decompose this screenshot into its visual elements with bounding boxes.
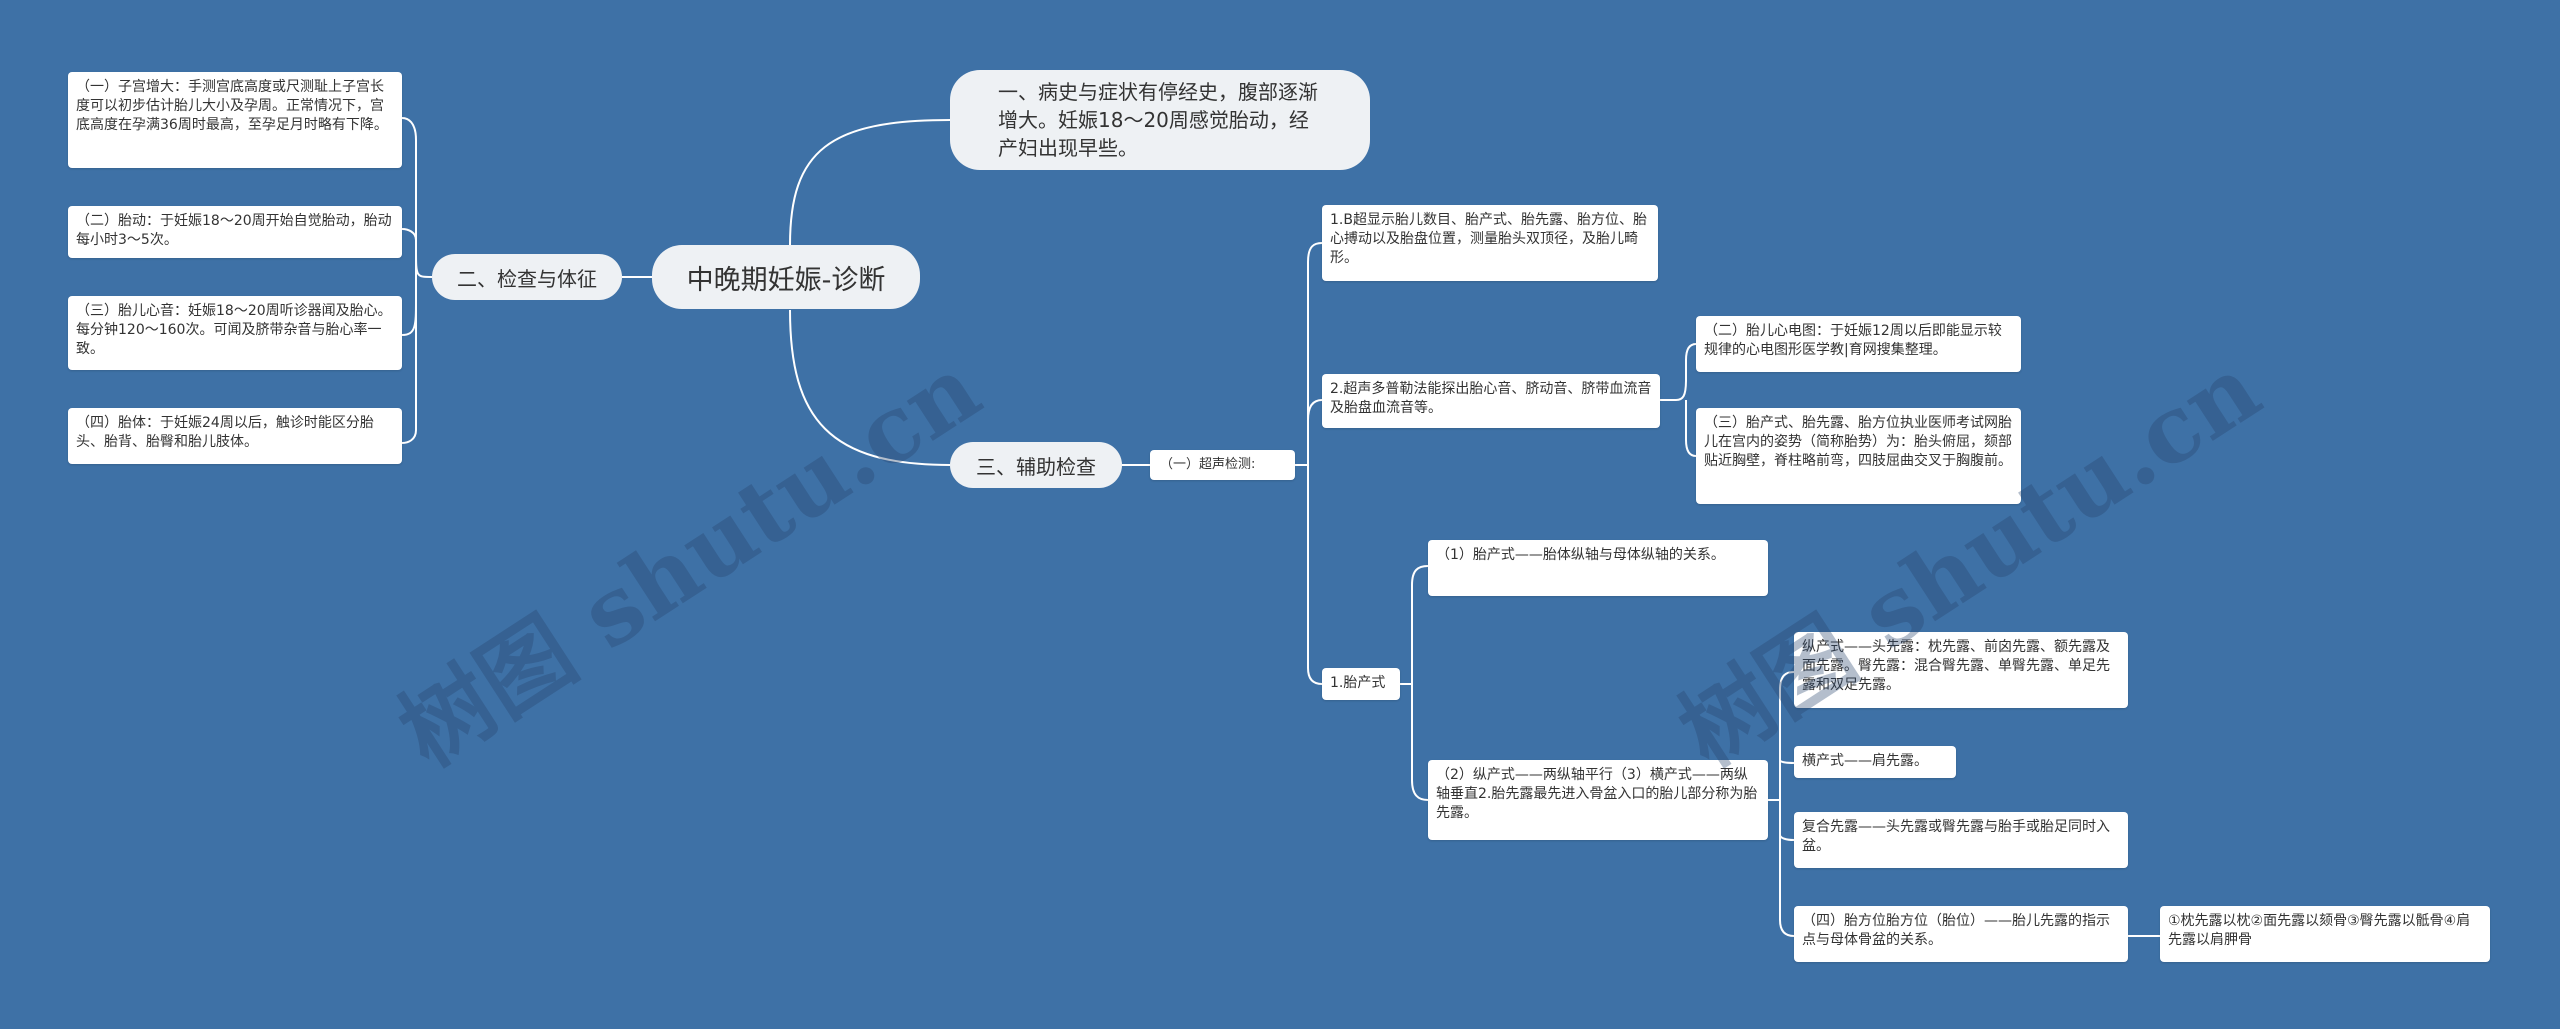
link-exam-items — [401, 117, 433, 444]
ultrasound-label: （一）超声检测: — [1160, 457, 1256, 472]
doppler-item[interactable]: （二）胎儿心电图：于妊娠12周以后即能显示较规律的心电图形医学教|育网搜集整理。 — [1696, 316, 2021, 372]
branch-aux[interactable]: 三、辅助检查 — [950, 442, 1122, 488]
link-def2-items — [1768, 671, 1795, 937]
doppler-item-text: （三）胎产式、胎先露、胎方位执业医师考试网胎儿在宫内的姿势（简称胎势）为：胎头俯… — [1704, 415, 2012, 469]
b-mode-node[interactable]: 1.B超显示胎儿数目、胎产式、胎先露、胎方位、胎心搏动以及胎盘位置，测量胎头双顶… — [1322, 205, 1658, 281]
presentation-item-text: 纵产式——头先露：枕先露、前囟先露、额先露及面先露。臀先露：混合臀先露、单臀先露… — [1802, 639, 2110, 693]
position-detail-text: ①枕先露以枕②面先露以颏骨③臀先露以骶骨④肩先露以肩胛骨 — [2168, 913, 2471, 948]
lie-def1-text: （1）胎产式——胎体纵轴与母体纵轴的关系。 — [1436, 547, 1725, 563]
link-ultrasound-items — [1295, 242, 1323, 685]
lie-def2-text: （2）纵产式——两纵轴平行（3）横产式——两纵轴垂直2.胎先露最先进入骨盆入口的… — [1436, 767, 1758, 821]
lie-def1-node[interactable]: （1）胎产式——胎体纵轴与母体纵轴的关系。 — [1428, 540, 1768, 596]
presentation-item-text: 横产式——肩先露。 — [1802, 753, 1928, 769]
exam-item-text: （二）胎动：于妊娠18～20周开始自觉胎动，胎动每小时3～5次。 — [76, 213, 392, 248]
position-detail-node[interactable]: ①枕先露以枕②面先露以颏骨③臀先露以骶骨④肩先露以肩胛骨 — [2160, 906, 2490, 962]
doppler-label: 2.超声多普勒法能探出胎心音、脐动音、脐带血流音及胎盘血流音等。 — [1330, 381, 1652, 416]
presentation-item[interactable]: 纵产式——头先露：枕先露、前囟先露、额先露及面先露。臀先露：混合臀先露、单臀先露… — [1794, 632, 2128, 708]
link-lie-items — [1400, 565, 1429, 801]
presentation-item[interactable]: 横产式——肩先露。 — [1794, 746, 1956, 778]
link-root-aux — [789, 309, 951, 466]
exam-item-text: （四）胎体：于妊娠24周以后，触诊时能区分胎头、胎背、胎臀和胎儿肢体。 — [76, 415, 374, 450]
lie-node[interactable]: 1.胎产式 — [1322, 668, 1400, 700]
lie-label: 1.胎产式 — [1330, 675, 1386, 691]
ultrasound-node[interactable]: （一）超声检测: — [1150, 450, 1295, 480]
branch-exam[interactable]: 二、检查与体征 — [432, 254, 622, 300]
doppler-item[interactable]: （三）胎产式、胎先露、胎方位执业医师考试网胎儿在宫内的姿势（简称胎势）为：胎头俯… — [1696, 408, 2021, 504]
presentation-item[interactable]: 复合先露——头先露或臀先露与胎手或胎足同时入盆。 — [1794, 812, 2128, 868]
branch-aux-label: 三、辅助检查 — [976, 454, 1096, 479]
b-mode-text: 1.B超显示胎儿数目、胎产式、胎先露、胎方位、胎心搏动以及胎盘位置，测量胎头双顶… — [1330, 212, 1647, 266]
root-label: 中晚期妊娠-诊断 — [686, 264, 886, 296]
link-root-history — [789, 119, 951, 246]
branch-exam-label: 二、检查与体征 — [457, 266, 597, 291]
exam-item[interactable]: （四）胎体：于妊娠24周以后，触诊时能区分胎头、胎背、胎臀和胎儿肢体。 — [68, 408, 402, 464]
doppler-item-text: （二）胎儿心电图：于妊娠12周以后即能显示较规律的心电图形医学教|育网搜集整理。 — [1704, 323, 2002, 358]
exam-item[interactable]: （三）胎儿心音：妊娠18～20周听诊器闻及胎心。每分钟120～160次。可闻及脐… — [68, 296, 402, 370]
branch-history[interactable]: 一、病史与症状有停经史，腹部逐渐增大。妊娠18～20周感觉胎动，经产妇出现早些。 — [950, 70, 1370, 170]
doppler-node[interactable]: 2.超声多普勒法能探出胎心音、脐动音、脐带血流音及胎盘血流音等。 — [1322, 374, 1660, 428]
lie-def2-node[interactable]: （2）纵产式——两纵轴平行（3）横产式——两纵轴垂直2.胎先露最先进入骨盆入口的… — [1428, 760, 1768, 840]
exam-item-text: （一）子宫增大：手测宫底高度或尺测耻上子宫长度可以初步估计胎儿大小及孕周。正常情… — [76, 79, 388, 133]
root-node[interactable]: 中晚期妊娠-诊断 — [652, 245, 920, 309]
exam-item[interactable]: （二）胎动：于妊娠18～20周开始自觉胎动，胎动每小时3～5次。 — [68, 206, 402, 258]
presentation-item-text: （四）胎方位胎方位（胎位）——胎儿先露的指示点与母体骨盆的关系。 — [1802, 913, 2110, 948]
link-doppler-items — [1660, 343, 1697, 457]
presentation-item[interactable]: （四）胎方位胎方位（胎位）——胎儿先露的指示点与母体骨盆的关系。 — [1794, 906, 2128, 962]
exam-item[interactable]: （一）子宫增大：手测宫底高度或尺测耻上子宫长度可以初步估计胎儿大小及孕周。正常情… — [68, 72, 402, 168]
exam-item-text: （三）胎儿心音：妊娠18～20周听诊器闻及胎心。每分钟120～160次。可闻及脐… — [76, 303, 392, 357]
presentation-item-text: 复合先露——头先露或臀先露与胎手或胎足同时入盆。 — [1802, 819, 2110, 854]
branch-history-label: 一、病史与症状有停经史，腹部逐渐增大。妊娠18～20周感觉胎动，经产妇出现早些。 — [998, 80, 1318, 160]
